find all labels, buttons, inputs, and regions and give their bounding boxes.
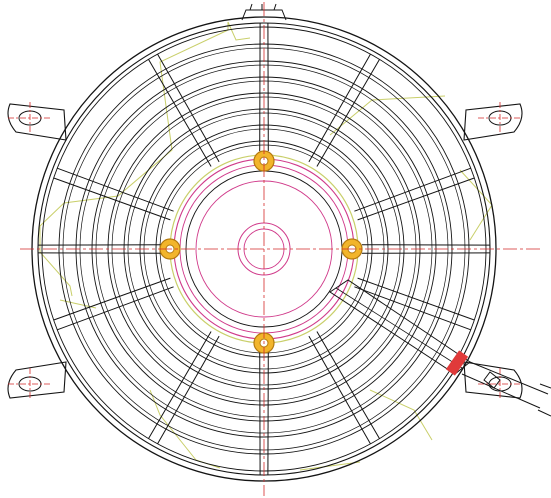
hidden-line-8 [299,461,361,471]
spoke-6-a [157,335,220,445]
spoke-8-a [53,177,171,221]
mounting-ear-layer [7,102,523,400]
spoke-2-a [308,53,371,163]
spoke-7-a [57,286,174,331]
spoke-3-a [354,167,471,212]
wire-connector [483,371,501,389]
spoke-4-b [354,286,471,331]
spoke-7-b [53,277,171,321]
wire-leads [461,361,551,417]
hidden-line-5 [369,389,433,441]
hidden-line-2 [227,21,251,41]
mounting-ear-3-icon [7,361,67,399]
centerline-layer [20,2,540,496]
spoke-5-b [308,335,371,445]
spoke-5-a [316,331,380,439]
spoke-8-b [57,167,174,212]
spoke-3-b [357,177,475,221]
mounting-ear-2-icon [463,103,523,141]
spoke-4-a [357,277,475,321]
mounting-ear-1-icon [7,103,67,141]
hidden-line-1 [39,22,229,297]
wire-sleeve [445,350,469,376]
wire-harness-core [335,287,463,369]
spoke-2-b [316,59,380,167]
spoke-6-b [148,331,212,439]
spoke-1-b [157,53,220,163]
spoke-layer [37,22,491,476]
wire-harness-layer [329,279,551,417]
spoke-1-a [148,59,212,167]
